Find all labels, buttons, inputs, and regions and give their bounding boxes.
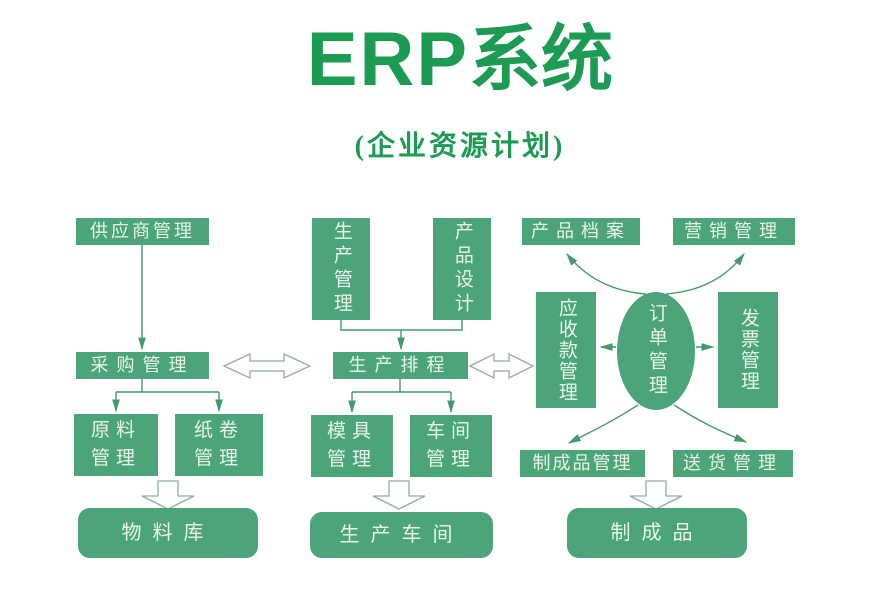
node-production-management: 生产管理 (312, 218, 370, 320)
node-production-workshop: 生产车间 (310, 512, 493, 558)
node-marketing-management: 营销管理 (673, 218, 795, 245)
block-arrow-to-finished-goods (629, 480, 683, 510)
node-product-design: 产品设计 (433, 218, 491, 320)
node-raw-material-management: 原料 管理 (74, 414, 158, 476)
curve-arrow-order-to-marketing (665, 252, 745, 295)
node-material-warehouse: 物料库 (78, 508, 258, 558)
node-supplier-management: 供应商管理 (76, 218, 209, 245)
connector-scheduling-split (352, 379, 451, 393)
connector-purchasing-split (116, 378, 219, 393)
node-finished-product-management: 制成品管理 (520, 450, 645, 477)
node-invoice-management: 发票管理 (718, 292, 778, 408)
block-arrow-to-production-workshop (372, 480, 426, 510)
title-erp: ERP (306, 17, 470, 102)
node-purchasing-management: 采购管理 (76, 352, 209, 379)
node-product-archive: 产品档案 (522, 218, 640, 245)
title-xitong: 系统 (469, 20, 614, 100)
curve-arrow-order-to-archive (566, 252, 647, 295)
block-arrow-to-material-warehouse (141, 480, 195, 510)
curve-arrow-order-to-delivery (673, 404, 748, 443)
curve-arrow-order-to-finished-mgmt (567, 404, 639, 444)
node-finished-goods: 制成品 (567, 508, 747, 558)
double-arrow-scheduling-receivables (468, 352, 535, 380)
page-title: ERP系统 (42, 22, 878, 98)
node-production-scheduling: 生产排程 (333, 352, 468, 379)
node-mold-management: 模具 管理 (311, 415, 393, 477)
node-workshop-management: 车间 管理 (410, 415, 492, 477)
page-subtitle: (企业资源计划) (354, 131, 566, 162)
node-paper-roll-management: 纸卷 管理 (175, 414, 263, 476)
node-order-management: 订单管理 (617, 292, 695, 410)
double-arrow-purchasing-scheduling (222, 352, 312, 380)
connector-design-join (340, 320, 463, 331)
node-receivables-management: 应收款管理 (536, 292, 596, 408)
node-delivery-management: 送货管理 (673, 450, 793, 477)
